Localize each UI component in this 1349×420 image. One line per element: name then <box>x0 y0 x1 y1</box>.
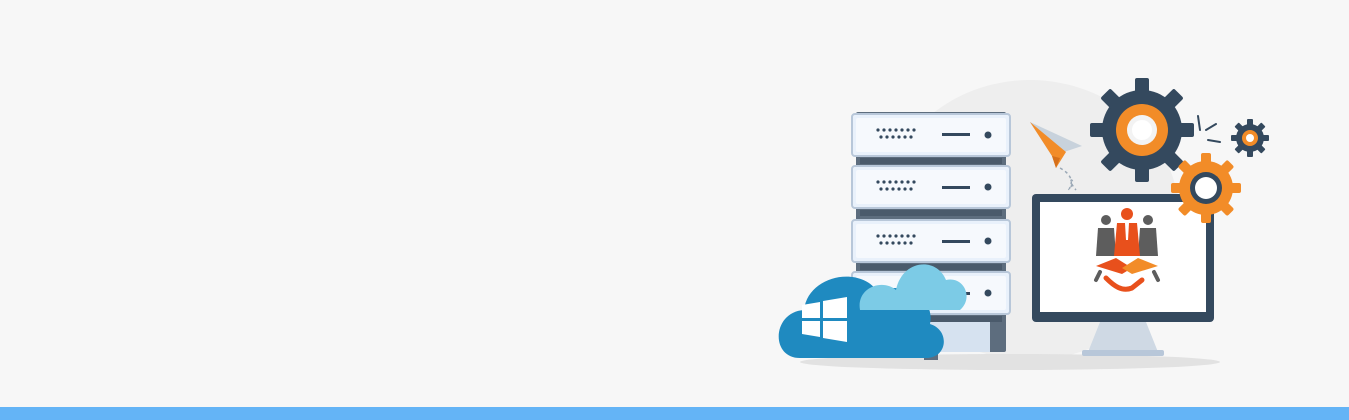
bottom-accent-bar <box>0 407 1349 420</box>
handshake-team-icon <box>1094 208 1160 292</box>
server-unit <box>851 219 1011 263</box>
cloud-icon <box>778 264 967 358</box>
gear-icon <box>1090 78 1194 182</box>
monitor-icon <box>1032 194 1214 356</box>
hosting-illustration <box>778 78 1269 370</box>
windows-logo-icon <box>802 297 847 342</box>
server-unit <box>851 113 1011 157</box>
paper-plane-icon <box>1030 122 1082 191</box>
spark-lines <box>1197 115 1221 143</box>
gear-icon <box>1171 153 1241 223</box>
server-unit <box>851 165 1011 209</box>
gear-icon <box>1231 119 1269 157</box>
